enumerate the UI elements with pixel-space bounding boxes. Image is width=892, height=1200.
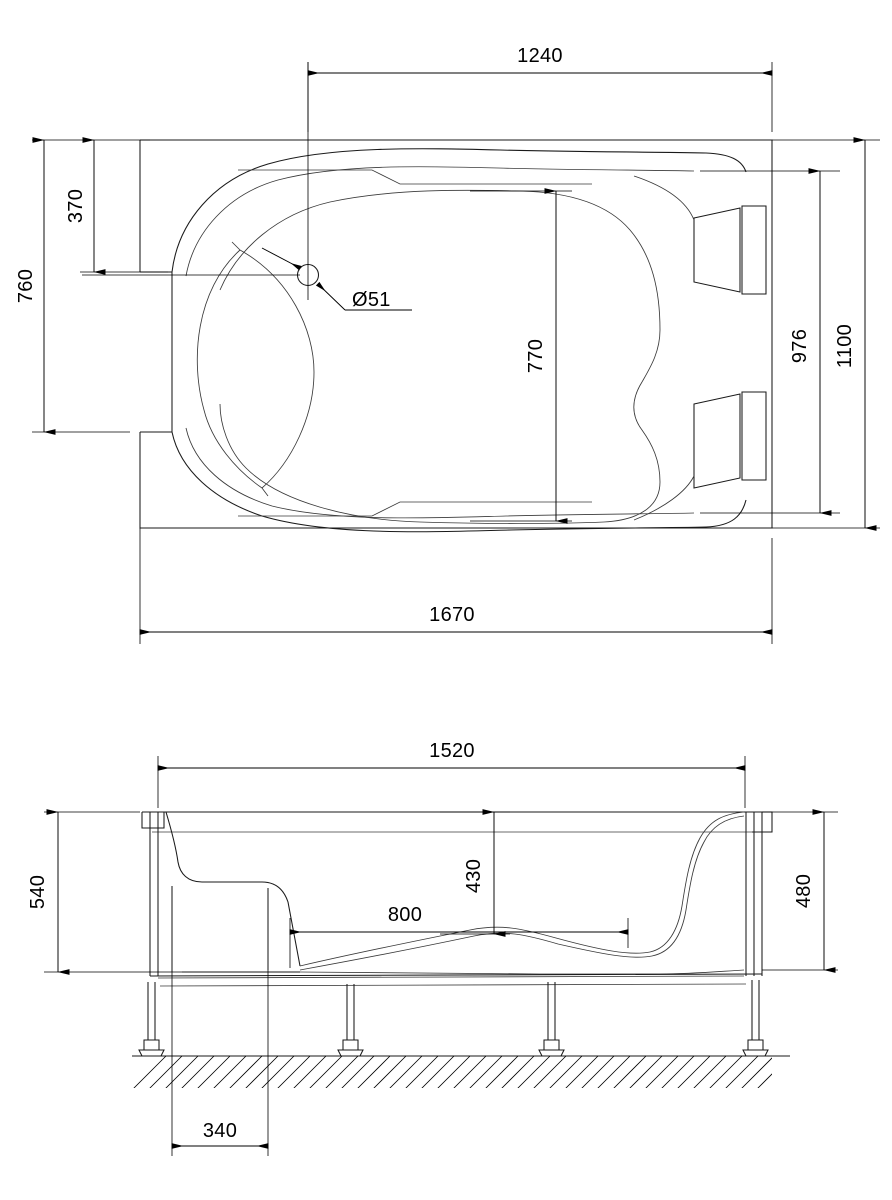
dim-label-1520: 1520 [429,740,475,762]
headrest-bottom [693,391,767,489]
dim-label-1670: 1670 [429,604,475,626]
plan-view: Ø51 1240 370 760 770 [15,45,880,644]
basin-headrest-connectors [633,175,695,521]
leg-4 [742,980,769,1057]
dim-760 [32,137,130,435]
elevation-basin-floor [182,811,745,975]
headrest-top [693,205,767,295]
dim-label-976: 976 [789,329,811,363]
dim-label-760: 760 [15,269,37,303]
drain-leader [261,247,412,311]
tub-rim-outer [171,148,747,533]
leg-3 [538,982,565,1057]
dim-label-480: 480 [793,874,815,908]
dim-label-770: 770 [525,339,547,373]
dim-1100 [772,137,880,531]
dim-label-430: 430 [463,859,485,893]
floor-hatching [133,1055,772,1088]
dim-label-51: Ø51 [352,289,391,311]
dim-1520 [157,756,746,808]
basin-left-lens [196,241,315,497]
dim-976 [700,168,840,516]
dim-340 [171,886,269,1156]
elevation-base-band [149,973,763,987]
tub-rim-inner [185,166,695,519]
dim-label-1100: 1100 [834,324,856,368]
dim-label-800: 800 [388,904,422,926]
tub-basin-outline [219,189,661,524]
leg-1 [138,982,165,1057]
elevation-top-rim [141,811,773,976]
dim-1670 [139,528,773,644]
leg-2 [337,984,364,1057]
dim-770 [470,188,572,524]
elevation-seat-profile [165,811,301,972]
dim-label-1240: 1240 [517,45,563,67]
dim-label-340: 340 [203,1120,237,1142]
dim-480 [762,809,838,973]
elevation-view: 1520 540 430 800 480 [27,740,838,1156]
dim-1240 [307,62,773,132]
dim-label-540: 540 [27,875,49,909]
dim-370 [80,137,168,275]
dim-label-370: 370 [65,189,87,223]
dim-800 [289,918,629,968]
elevation-legs [138,980,769,1057]
